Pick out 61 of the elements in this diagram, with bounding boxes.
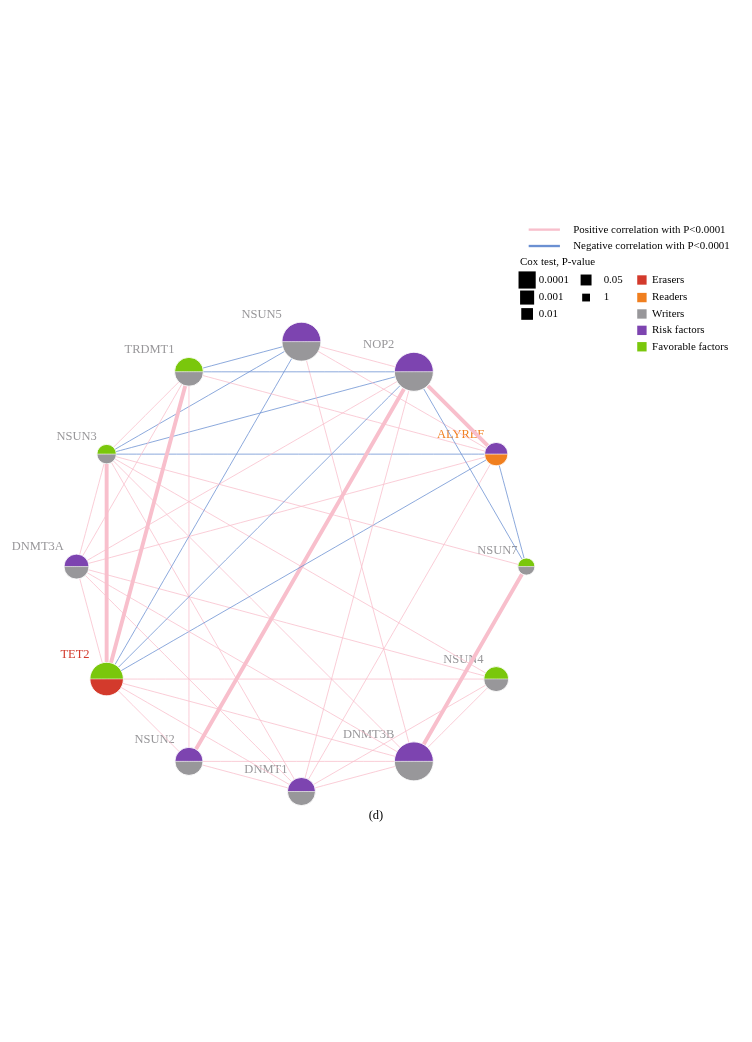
legend-label: Risk factors [652,322,705,335]
connector [109,384,188,663]
label: 0.05 [603,272,623,285]
connector [113,460,401,748]
connector [116,453,485,455]
connector [82,383,183,556]
label: 0.01 [538,306,558,319]
connector [203,370,395,372]
connector [320,345,396,367]
connector [308,463,491,779]
legend-label: Writers [652,306,685,319]
connector [115,455,519,565]
node-label: DNMT3B [342,726,395,741]
node-label: NSUN2 [134,731,175,746]
label: 1 [603,289,610,302]
connector [79,462,105,555]
connector [423,388,523,559]
connector [87,380,398,561]
connector [114,350,285,450]
legend-label: Favorable factors [652,339,729,352]
connector [202,345,283,368]
connector [113,381,180,447]
connector [194,387,406,750]
legend-label: Readers [652,289,688,302]
node-label: TRDMT1 [124,341,175,356]
node-label: NSUN5 [241,306,282,321]
connector [122,682,396,757]
connector [422,572,524,745]
connector [314,765,396,788]
label: 0.001 [538,289,564,302]
connector [88,568,485,676]
connector [118,690,180,752]
connector [427,687,488,748]
legend-label: Negative correlation with P<0.0001 [573,238,730,251]
node-label: DNMT1 [244,761,288,776]
connector [498,464,525,558]
connector [313,684,486,785]
label: 0.0001 [538,272,569,285]
node-label: NSUN7 [477,542,518,557]
connector [88,456,486,564]
node-label: NSUN3 [56,428,97,443]
connector [202,760,395,762]
connector [111,461,295,780]
node-label: NOP2 [363,336,395,351]
node-label: TET2 [60,646,90,661]
connector [104,463,109,662]
connector [120,686,290,785]
caption: (d) [368,807,384,822]
connector [202,374,485,451]
legend-label: Positive correlation with P<0.0001 [573,222,726,235]
legend-label: Erasers [652,272,685,285]
connector [85,574,292,782]
connector [202,764,288,788]
connector [304,390,410,778]
connector [306,359,410,743]
node-label: DNMT3A [11,538,64,553]
label: Cox test, P-value [520,254,596,267]
connector [426,384,490,447]
connector [115,376,396,452]
connector [118,384,401,667]
connector [79,577,103,663]
